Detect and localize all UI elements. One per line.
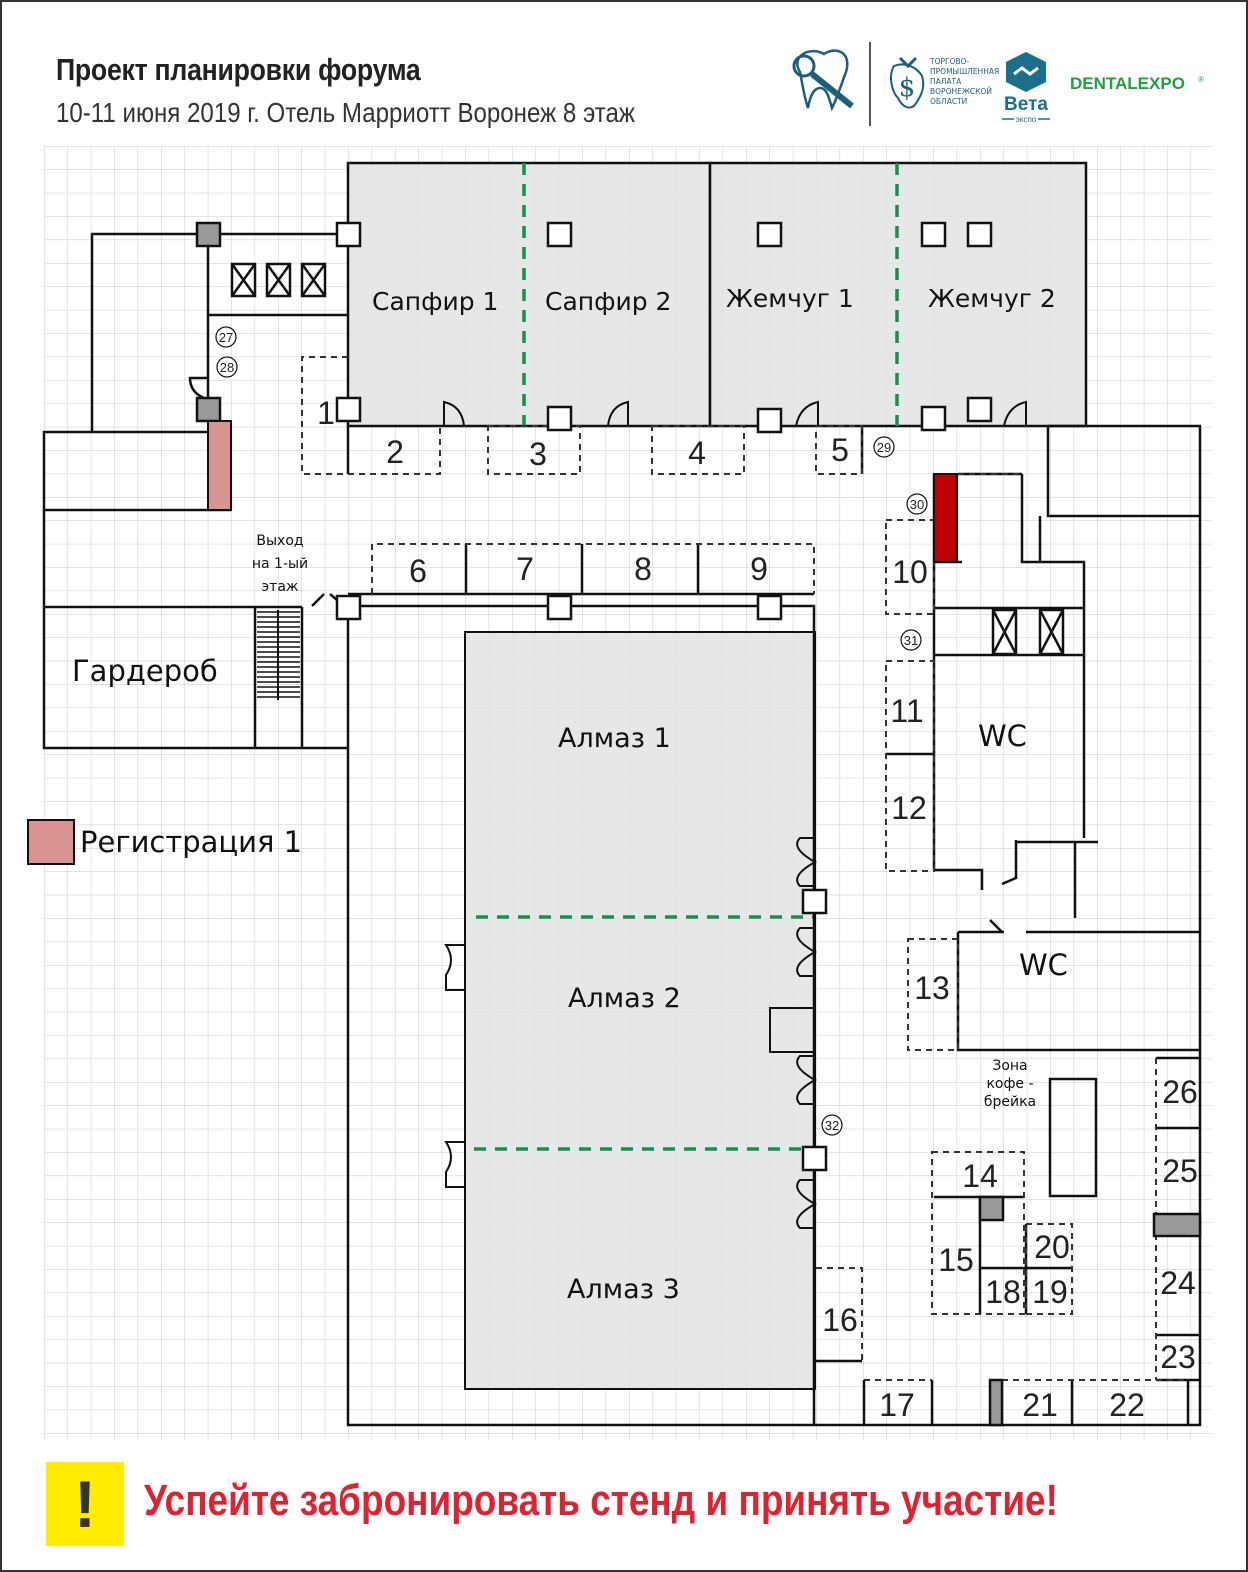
elevator-icon xyxy=(300,262,327,298)
chamber-line-2: ПРОМЫШЛЕННАЯ xyxy=(930,67,999,76)
chamber-line-4: ВОРОНЕЖСКОЙ xyxy=(930,87,992,96)
room-label-wc-1: WC xyxy=(978,719,1027,753)
stand-22[interactable]: 22 xyxy=(1109,1387,1145,1423)
stand-25[interactable]: 25 xyxy=(1162,1153,1198,1189)
svg-text:29: 29 xyxy=(877,440,891,455)
registration-desk[interactable] xyxy=(207,420,232,511)
hall-label-pearl-1: Жемчуг 1 xyxy=(726,284,854,313)
hall-label-diamond-1: Алмаз 1 xyxy=(558,723,671,754)
stand-8[interactable]: 8 xyxy=(634,551,652,587)
stand-21[interactable]: 21 xyxy=(1022,1387,1058,1423)
stand-19[interactable]: 19 xyxy=(1032,1274,1068,1310)
stand-3[interactable]: 3 xyxy=(529,436,547,472)
dentalexpo-registered-mark: ® xyxy=(1198,75,1204,84)
stand-16[interactable]: 16 xyxy=(822,1302,858,1338)
exit-label-line-2: на 1-ый xyxy=(252,556,308,572)
stand-numbers: 1 2 3 4 5 6 7 8 9 10 11 12 13 14 15 16 1… xyxy=(317,395,1198,1423)
veta-name: Вета xyxy=(1004,94,1048,115)
svg-text:31: 31 xyxy=(904,633,918,648)
room-label-wc-2: WC xyxy=(1019,948,1068,982)
cta-banner: ! Успейте забронировать стенд и принять … xyxy=(46,1462,1206,1548)
stand-13[interactable]: 13 xyxy=(914,970,950,1006)
marker-27[interactable]: 27 xyxy=(215,326,237,348)
veta-sub: экспо xyxy=(1016,115,1037,124)
sponsor-logos: $ ТОРГОВО- ПРОМЫШЛЕННАЯ ПАЛАТА ВОРОНЕЖСК… xyxy=(792,42,1204,126)
stand-23[interactable]: 23 xyxy=(1160,1339,1196,1375)
stand-20[interactable]: 20 xyxy=(1034,1229,1070,1265)
stand-7[interactable]: 7 xyxy=(516,551,534,587)
stand-24[interactable]: 24 xyxy=(1160,1265,1196,1301)
hall-sapphire[interactable] xyxy=(346,161,712,428)
marker-32[interactable]: 32 xyxy=(821,1114,843,1136)
floor-plan: Сапфир 1 Сапфир 2 Жемчуг 1 Жемчуг 2 Алма… xyxy=(27,146,1212,1440)
red-info-block[interactable] xyxy=(933,473,958,563)
marker-28[interactable]: 28 xyxy=(216,356,238,378)
stand-4[interactable]: 4 xyxy=(688,435,706,471)
stand-15[interactable]: 15 xyxy=(938,1242,974,1278)
stand-18[interactable]: 18 xyxy=(985,1274,1021,1310)
stand-12[interactable]: 12 xyxy=(891,790,927,826)
exit-label-line-1: Выход xyxy=(256,533,303,549)
hall-label-diamond-2: Алмаз 2 xyxy=(568,983,681,1014)
marker-29[interactable]: 29 xyxy=(873,436,895,458)
stand-11[interactable]: 11 xyxy=(890,693,923,729)
cta-text[interactable]: Успейте забронировать стенд и принять уч… xyxy=(144,1476,1058,1525)
elevator-icon xyxy=(265,262,292,298)
stairs xyxy=(257,610,300,700)
stand-17[interactable]: 17 xyxy=(879,1387,915,1423)
hall-label-pearl-2: Жемчуг 2 xyxy=(928,284,1056,313)
elevator-icon xyxy=(230,262,257,298)
stand-1[interactable]: 1 xyxy=(317,395,335,431)
svg-text:30: 30 xyxy=(910,497,924,512)
hall-label-sapphire-2: Сапфир 2 xyxy=(545,287,671,316)
stand-10[interactable]: 10 xyxy=(892,554,928,590)
stand-outlines xyxy=(301,356,1188,1381)
dental-magnifier-logo-icon xyxy=(792,49,854,112)
page-title: Проект планировки форума xyxy=(56,52,421,87)
svg-text:27: 27 xyxy=(219,330,233,345)
hall-diamond[interactable] xyxy=(464,631,816,1390)
legend-registration-swatch xyxy=(27,819,75,865)
room-label-wardrobe: Гардероб xyxy=(72,654,218,688)
chamber-of-commerce-logo-icon: $ ТОРГОВО- ПРОМЫШЛЕННАЯ ПАЛАТА ВОРОНЕЖСК… xyxy=(890,56,999,109)
veta-expo-logo-icon: Вета экспо xyxy=(1002,52,1050,124)
stand-26[interactable]: 26 xyxy=(1162,1074,1198,1110)
chamber-line-5: ОБЛАСТИ xyxy=(930,97,967,106)
elevators xyxy=(230,262,1065,656)
svg-text:32: 32 xyxy=(825,1118,839,1133)
svg-text:28: 28 xyxy=(220,360,234,375)
stand-14[interactable]: 14 xyxy=(962,1158,998,1194)
coffee-label-line-1: Зона xyxy=(992,1058,1027,1074)
stand-6[interactable]: 6 xyxy=(409,553,427,589)
columns xyxy=(335,221,993,1172)
stand-2[interactable]: 2 xyxy=(386,434,404,470)
hall-label-sapphire-1: Сапфир 1 xyxy=(372,287,498,316)
elevator-icon xyxy=(1038,608,1065,656)
coffee-label-line-2: кофе - xyxy=(986,1076,1033,1092)
doors xyxy=(443,400,1027,1229)
page-subtitle: 10-11 июня 2019 г. Отель Марриотт Вороне… xyxy=(56,97,636,128)
stand-9[interactable]: 9 xyxy=(750,551,768,587)
stand-5[interactable]: 5 xyxy=(831,432,849,468)
dentalexpo-logo: DENTALEXPO xyxy=(1070,74,1185,93)
marker-31[interactable]: 31 xyxy=(900,629,922,651)
exit-label-line-3: этаж xyxy=(261,579,298,595)
exclamation-icon: ! xyxy=(46,1462,124,1546)
hall-label-diamond-3: Алмаз 3 xyxy=(567,1274,680,1305)
chamber-line-3: ПАЛАТА xyxy=(930,77,962,86)
chamber-line-1: ТОРГОВО- xyxy=(929,57,970,66)
circled-markers: 27 28 29 30 31 32 xyxy=(215,326,928,1136)
elevator-icon xyxy=(991,608,1018,656)
coffee-label-line-3: брейка xyxy=(984,1094,1036,1110)
svg-text:$: $ xyxy=(899,73,916,103)
legend-registration-label: Регистрация 1 xyxy=(80,825,302,859)
marker-30[interactable]: 30 xyxy=(906,493,928,515)
